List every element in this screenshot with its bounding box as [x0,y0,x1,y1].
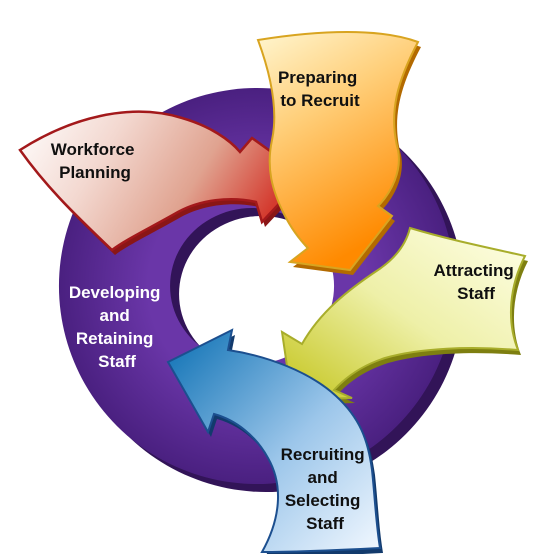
label-attracting-staff: Attracting Staff [433,261,518,303]
label-recruiting-selecting-staff: Recruiting and Selecting Staff [281,445,370,533]
label-workforce-planning: Workforce Planning [51,140,140,182]
label-developing-retaining-staff: Developing and Retaining Staff [69,283,165,371]
label-preparing-to-recruit: Preparing to Recruit [278,68,362,110]
workforce-planning-arrow [18,110,308,256]
attracting-staff-arrow [280,226,528,405]
preparing-to-recruit-arrow [256,31,421,275]
recruiting-selecting-arrow [166,328,383,554]
